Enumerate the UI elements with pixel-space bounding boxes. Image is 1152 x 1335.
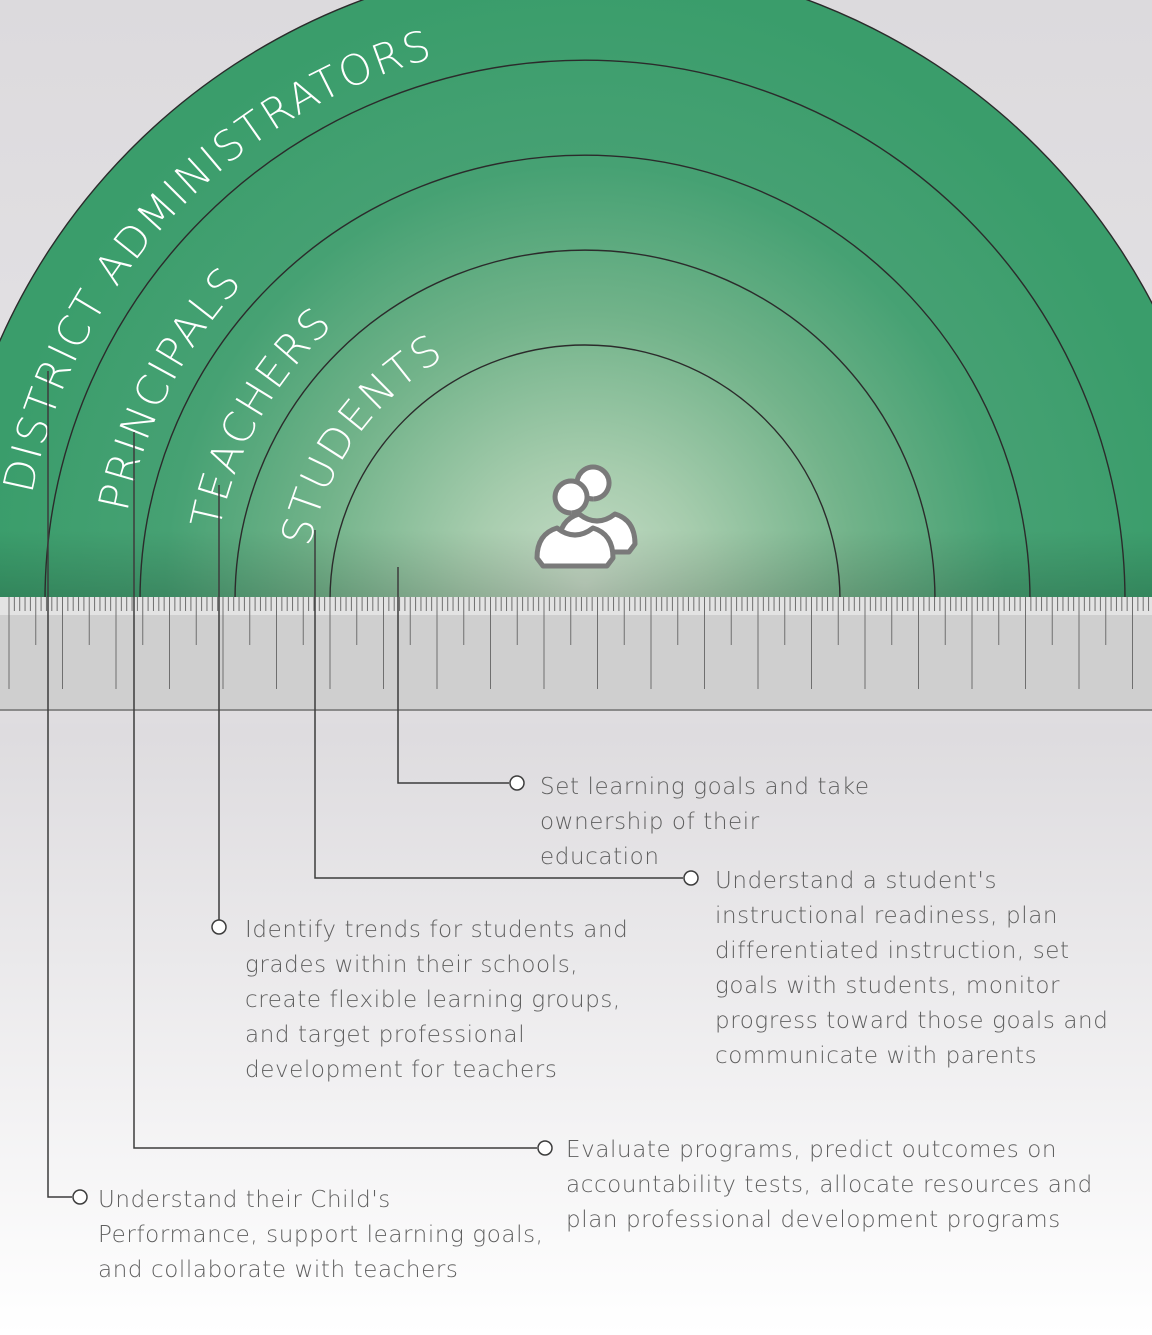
teachers-description: Understand a student's instructional rea… xyxy=(715,868,1109,1069)
leader-line-parents xyxy=(47,371,72,1198)
ring-arc-parents xyxy=(0,0,1152,343)
leader-line-students xyxy=(397,567,509,784)
leader-line-district-administrators xyxy=(133,432,537,1149)
students-description: Set learning goals and take ownership of… xyxy=(540,774,870,870)
users-icon xyxy=(534,464,638,569)
principals-description: Identify trends for students and grades … xyxy=(245,917,629,1083)
ruler xyxy=(0,597,1152,711)
ring-arc-district-administrators xyxy=(44,59,1126,601)
leader-dot-students xyxy=(509,775,525,791)
parents-description: Understand their Child's Performance, su… xyxy=(98,1187,544,1283)
district-administrators-description: Evaluate programs, predict outcomes on a… xyxy=(566,1137,1093,1233)
leader-line-teachers xyxy=(314,530,683,879)
ruler-body xyxy=(0,597,1152,710)
leader-dot-parents xyxy=(72,1189,88,1205)
leader-dot-district-administrators xyxy=(537,1140,553,1156)
ring-arc-students xyxy=(329,344,841,601)
leader-lines xyxy=(47,371,699,1205)
rings-fill xyxy=(0,0,1152,600)
ring-arc-principals xyxy=(139,154,1031,601)
ring-arc-teachers xyxy=(234,249,936,601)
leader-dot-teachers xyxy=(683,870,699,886)
leader-dot-principals xyxy=(211,919,227,935)
